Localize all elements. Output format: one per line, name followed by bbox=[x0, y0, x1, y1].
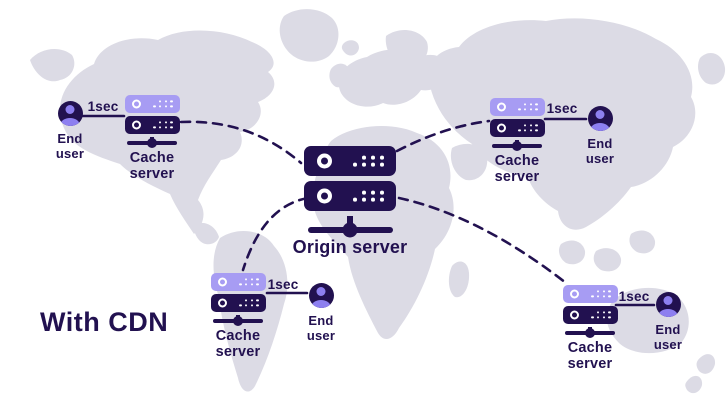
end-user-group-bottom-right: End user bbox=[643, 292, 693, 353]
region-new-zealand-south bbox=[685, 375, 703, 394]
person-icon bbox=[587, 106, 613, 131]
region-kamchatka bbox=[698, 53, 726, 85]
region-southeast-asia-1 bbox=[558, 240, 586, 265]
cache-server-group-bottom-right: Cache server bbox=[555, 285, 625, 372]
cache-server-group-top-right: Cache server bbox=[482, 98, 552, 185]
server-stand-base bbox=[492, 144, 542, 148]
cache-server-label: Cache server bbox=[567, 339, 613, 372]
cache-server-label: Cache server bbox=[129, 149, 175, 182]
server-led-dots-icon bbox=[153, 100, 173, 108]
person-icon bbox=[57, 101, 83, 126]
region-southeast-asia-2 bbox=[593, 248, 622, 272]
origin-server-label: Origin server bbox=[292, 237, 408, 257]
cache-server-icon bbox=[124, 95, 180, 145]
server-led-dots-icon bbox=[591, 311, 611, 319]
origin-server-group: Origin server bbox=[280, 146, 420, 258]
cache-server-icon bbox=[562, 285, 618, 335]
cache-server-group-bottom-left: Cache server bbox=[203, 273, 273, 360]
end-user-group-bottom-left: End user bbox=[296, 283, 346, 344]
dashed-link-top-left bbox=[179, 120, 303, 165]
server-drive-icon bbox=[131, 99, 141, 109]
region-central-america bbox=[194, 222, 219, 245]
server-rack bbox=[562, 306, 618, 324]
region-iceland bbox=[341, 40, 359, 56]
server-stand-base bbox=[127, 141, 177, 145]
server-stand-base bbox=[213, 319, 263, 323]
server-led-dots-icon bbox=[591, 290, 611, 298]
latency-label-bottom-left: 1sec bbox=[267, 277, 299, 292]
server-led-dots-icon bbox=[518, 124, 538, 132]
origin-server-icon bbox=[304, 146, 396, 233]
server-rack bbox=[124, 95, 180, 113]
person-icon bbox=[308, 283, 334, 308]
server-rack bbox=[562, 285, 618, 303]
server-stand-base bbox=[565, 331, 615, 335]
server-led-dots-icon bbox=[518, 103, 538, 111]
server-rack bbox=[304, 146, 396, 176]
cache-server-group-top-left: Cache server bbox=[117, 95, 187, 182]
latency-label-bottom-right: 1sec bbox=[618, 289, 650, 304]
end-user-group-top-right: End user bbox=[575, 106, 625, 167]
person-icon bbox=[655, 292, 681, 317]
server-drive-icon bbox=[569, 310, 579, 320]
server-drive-icon bbox=[569, 289, 579, 299]
continent-alaska bbox=[30, 48, 75, 82]
server-rack bbox=[210, 294, 266, 312]
cache-server-icon bbox=[489, 98, 545, 148]
with-cdn-caption: With CDN bbox=[40, 307, 169, 337]
server-led-dots-icon bbox=[353, 190, 384, 202]
server-stand-base bbox=[307, 227, 393, 233]
region-new-zealand-north bbox=[696, 354, 716, 374]
region-japan bbox=[653, 110, 679, 140]
region-southeast-asia-3 bbox=[629, 230, 656, 254]
end-user-group-top-left: End user bbox=[45, 101, 95, 162]
continent-asia bbox=[427, 18, 696, 230]
server-rack bbox=[489, 119, 545, 137]
server-rack bbox=[489, 98, 545, 116]
dashed-link-bottom-left bbox=[241, 196, 310, 272]
server-stand-stem bbox=[347, 216, 353, 227]
server-drive-icon bbox=[496, 102, 506, 112]
end-user-label: End user bbox=[653, 322, 683, 352]
server-led-dots-icon bbox=[239, 299, 259, 307]
dashed-link-bottom-right bbox=[397, 196, 568, 285]
cache-server-label: Cache server bbox=[494, 152, 540, 185]
server-rack bbox=[210, 273, 266, 291]
dashed-link-top-right bbox=[395, 119, 491, 153]
server-led-dots-icon bbox=[239, 278, 259, 286]
latency-label-top-right: 1sec bbox=[546, 101, 578, 116]
end-user-label: End user bbox=[55, 131, 85, 161]
server-led-dots-icon bbox=[353, 155, 384, 167]
continent-greenland bbox=[279, 9, 339, 62]
server-drive-icon bbox=[217, 277, 227, 287]
server-drive-icon bbox=[131, 120, 141, 130]
cache-server-icon bbox=[210, 273, 266, 323]
region-arabia bbox=[450, 143, 488, 181]
server-drive-icon bbox=[217, 298, 227, 308]
continent-europe bbox=[338, 49, 451, 107]
server-led-dots-icon bbox=[153, 121, 173, 129]
server-drive-icon bbox=[317, 153, 332, 169]
end-user-label: End user bbox=[585, 136, 615, 166]
server-drive-icon bbox=[317, 188, 332, 204]
cache-server-label: Cache server bbox=[215, 327, 261, 360]
server-drive-icon bbox=[496, 123, 506, 133]
latency-label-top-left: 1sec bbox=[87, 99, 119, 114]
server-rack bbox=[304, 181, 396, 211]
server-rack bbox=[124, 116, 180, 134]
region-madagascar bbox=[448, 261, 470, 298]
end-user-label: End user bbox=[306, 313, 336, 343]
